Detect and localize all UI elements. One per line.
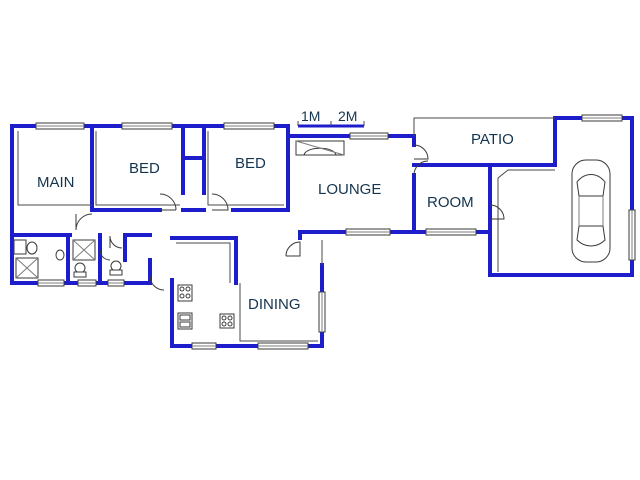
room-label-bed-2: BED: [235, 155, 266, 172]
room-label-dining: DINING: [248, 296, 301, 313]
window-bed2-top: [223, 122, 275, 130]
window-main-top: [35, 122, 85, 130]
window-dining-bottom: [257, 342, 309, 350]
window-bed1-top: [121, 122, 173, 130]
bath-shower: [15, 257, 39, 279]
room-labels: MAIN BED BED LOUNGE ROOM PATIO DINING: [37, 131, 514, 313]
car-icon: [571, 159, 611, 263]
fireplace: [295, 140, 345, 156]
door-wc: [99, 249, 111, 261]
doors: [75, 144, 505, 291]
toilet-wc: [73, 262, 87, 278]
door-bed1: [159, 193, 177, 211]
door-bed2: [211, 193, 229, 211]
window-lounge-top: [349, 132, 389, 140]
main-shower: [72, 239, 96, 261]
scale-label-2m: 2M: [338, 108, 357, 124]
thin-lines: [17, 117, 555, 342]
fixtures: [13, 140, 611, 330]
room-label-lounge: LOUNGE: [318, 181, 381, 198]
window-lounge-bottom: [345, 228, 391, 236]
door-room-garage: [489, 204, 505, 220]
door-lounge-patio: [413, 144, 429, 160]
window-passage-bottom: [107, 279, 125, 287]
door-passage: [109, 235, 123, 249]
window-wc-bottom: [77, 279, 97, 287]
window-dining-right: [318, 291, 326, 333]
hob-unit: [219, 313, 235, 329]
door-kitchen: [149, 275, 165, 291]
door-lounge-room: [413, 160, 429, 176]
door-dining: [285, 241, 301, 257]
door-main: [75, 213, 93, 231]
window-kitchen-bottom: [191, 342, 217, 350]
window-garage-top: [581, 114, 623, 122]
toilet-main: [55, 249, 65, 261]
room-label-main: MAIN: [37, 174, 75, 191]
scale-bar: 1M 2M: [297, 108, 365, 128]
windows: [35, 114, 636, 350]
window-room-bottom: [425, 228, 477, 236]
scale-label-1m: 1M: [301, 108, 320, 124]
room-label-room: ROOM: [427, 194, 474, 211]
window-garage-right: [628, 209, 636, 261]
basin-main: [13, 239, 38, 255]
window-bath-bottom: [37, 279, 65, 287]
kitchen-sink: [177, 312, 193, 330]
toilet-passage: [109, 260, 123, 276]
room-label-patio: PATIO: [471, 131, 514, 148]
stove-top: [177, 284, 193, 302]
room-label-bed-1: BED: [129, 160, 160, 177]
